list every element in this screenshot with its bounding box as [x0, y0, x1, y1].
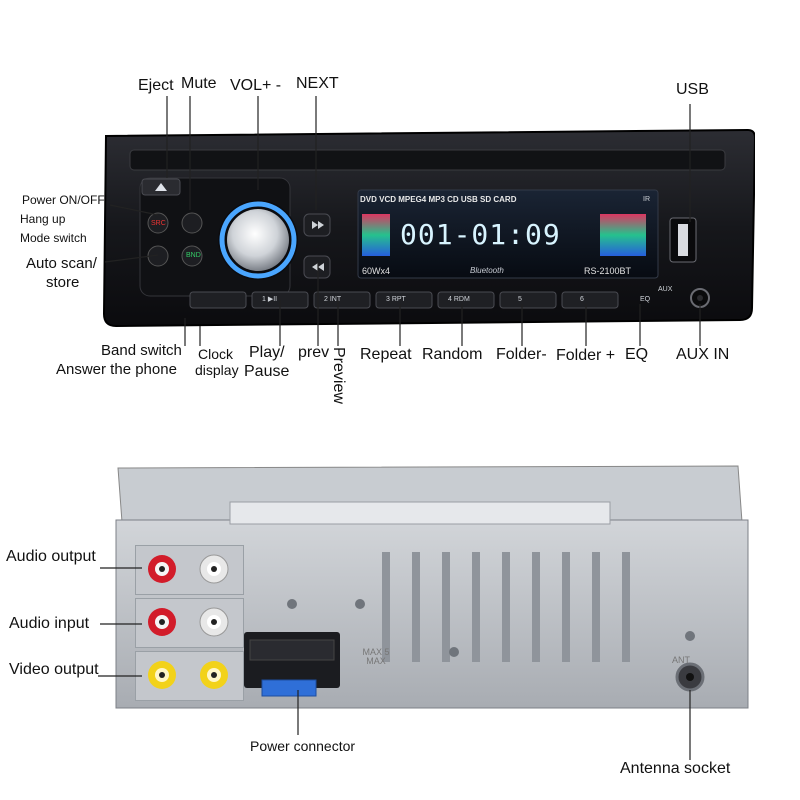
label-antenna-socket: Antenna socket — [620, 760, 731, 777]
preset-button-1[interactable]: 1 ▶II — [262, 296, 278, 303]
preset-button-3[interactable]: 3 RPT — [386, 296, 406, 303]
faceplate-model: RS-2100BT — [584, 266, 632, 276]
label-prev: prev — [298, 344, 330, 361]
label-power-connector: Power connector — [250, 738, 356, 754]
ant-label: ANT — [672, 655, 690, 665]
label-display: display — [195, 362, 239, 378]
label-band-switch: Band switch — [101, 342, 182, 359]
label-folder-plus: Folder + — [556, 347, 616, 364]
label-usb: USB — [676, 81, 709, 98]
label-hang-up: Hang up — [20, 212, 66, 226]
label-folder-minus: Folder- — [496, 346, 547, 363]
label-store: store — [46, 274, 80, 291]
label-volume: VOL+ - — [230, 77, 282, 94]
faceplate-src-label: SRC — [151, 220, 166, 227]
label-eject: Eject — [138, 77, 174, 94]
label-mode-switch: Mode switch — [20, 231, 87, 245]
rca-block-video-output — [135, 651, 244, 701]
fuse-label: MAX 5 MAX — [362, 647, 390, 666]
faceplate-power-rating: 60Wx4 — [362, 266, 391, 276]
rca-block-audio-output — [135, 545, 244, 595]
faceplate-ir: IR — [643, 196, 650, 203]
label-eq: EQ — [625, 346, 649, 363]
label-random: Random — [422, 346, 483, 363]
front-panel-photo — [100, 128, 757, 328]
eq-button[interactable]: EQ — [640, 296, 651, 303]
label-audio-output: Audio output — [6, 548, 96, 565]
preset-button-4[interactable]: 4 RDM — [448, 296, 470, 303]
head-unit-front — [102, 128, 757, 328]
label-repeat: Repeat — [360, 346, 412, 363]
preset-button-5[interactable]: 5 — [518, 296, 522, 303]
label-audio-input: Audio input — [9, 615, 90, 632]
preset-button-6[interactable]: 6 — [580, 296, 584, 303]
faceplate-formats: DVD VCD MPEG4 MP3 CD USB SD CARD — [360, 195, 517, 204]
label-play: Play/ — [249, 344, 285, 361]
label-video-output: Video output — [9, 661, 99, 678]
faceplate-aux-label: AUX — [658, 286, 673, 293]
faceplate-bluetooth: Bluetooth — [470, 266, 504, 275]
label-aux-in: AUX IN — [676, 346, 730, 363]
label-auto-scan: Auto scan/ — [26, 255, 97, 272]
faceplate-bnd-label: BND — [186, 252, 201, 259]
label-preview: Preview — [330, 347, 347, 404]
lcd-display-readout: 001-01:09 — [400, 218, 561, 251]
label-power-on-off: Power ON/OFF — [22, 193, 105, 207]
label-answer-phone: Answer the phone — [56, 361, 177, 378]
rca-block-audio-input — [135, 598, 244, 648]
label-clock: Clock — [198, 346, 234, 362]
label-next: NEXT — [296, 75, 339, 92]
preset-button-2[interactable]: 2 INT — [324, 296, 342, 303]
label-mute: Mute — [181, 75, 217, 92]
label-pause: Pause — [244, 363, 290, 380]
